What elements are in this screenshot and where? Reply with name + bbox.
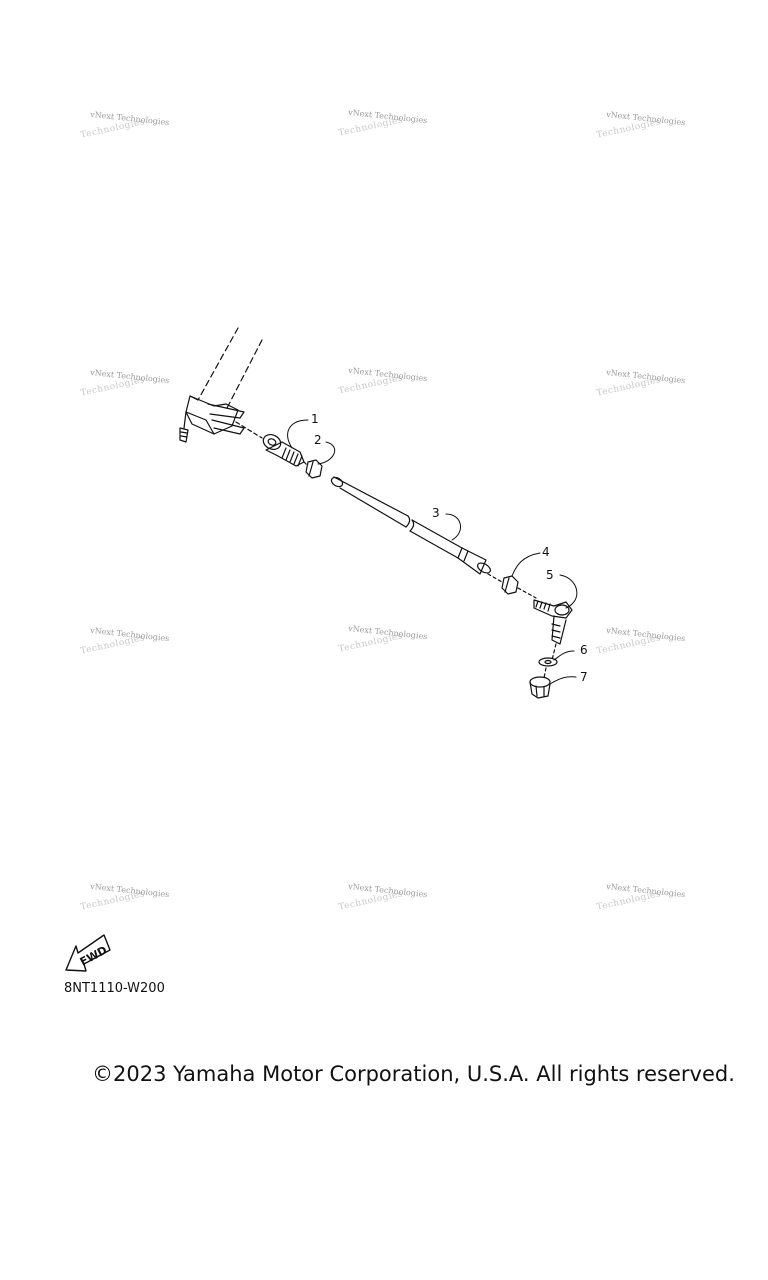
lock-nut xyxy=(303,459,323,479)
outer-tie-rod-end xyxy=(533,599,573,661)
steering-knuckle xyxy=(179,327,263,443)
callout-1: 1 xyxy=(311,412,319,426)
copyright-notice: ©2023 Yamaha Motor Corporation, U.S.A. A… xyxy=(92,1062,735,1086)
fwd-arrow-icon: FWD xyxy=(65,934,111,972)
callout-7: 7 xyxy=(580,670,588,684)
part-code: 8NT1110-W200 xyxy=(64,981,165,996)
callout-2: 2 xyxy=(314,433,322,447)
lock-nut-outer xyxy=(487,573,537,599)
svg-text:FWD: FWD xyxy=(78,944,110,969)
inner-tie-rod-end xyxy=(262,434,305,467)
washer xyxy=(538,657,558,679)
callout-3: 3 xyxy=(432,506,440,520)
tie-rod-shaft xyxy=(330,476,491,575)
callout-4: 4 xyxy=(542,545,550,559)
callout-5: 5 xyxy=(546,568,554,582)
leader-lines xyxy=(287,419,578,685)
callout-6: 6 xyxy=(580,643,588,657)
castle-nut xyxy=(529,676,551,699)
